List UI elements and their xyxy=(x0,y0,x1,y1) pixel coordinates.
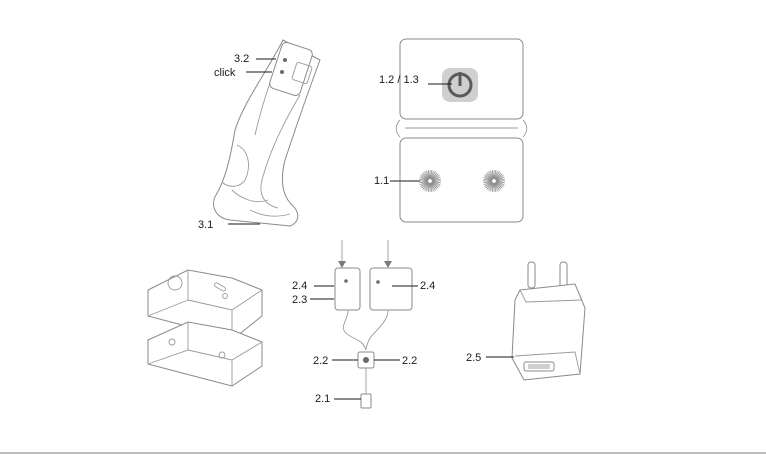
label-click: click xyxy=(214,67,236,79)
label-battery-pack: 3.2 xyxy=(234,53,249,65)
charging-cable-illustration xyxy=(335,240,412,408)
label-power-button: 1.2 / 1.3 xyxy=(379,74,419,86)
label-usb-plug: 2.1 xyxy=(315,393,330,405)
battery-panel-illustration xyxy=(396,39,527,222)
wall-charger-illustration xyxy=(512,262,585,380)
label-splitter-left: 2.2 xyxy=(313,355,328,367)
label-charger: 2.5 xyxy=(466,352,481,364)
label-splitter-right: 2.2 xyxy=(402,355,417,367)
label-heel-heater: 3.1 xyxy=(198,219,213,231)
battery-packs-illustration xyxy=(148,270,262,386)
label-connector-right: 2.4 xyxy=(420,280,435,292)
label-cable-split: 2.3 xyxy=(292,294,307,306)
label-connector-left: 2.4 xyxy=(292,280,307,292)
label-heater-element: 1.1 xyxy=(374,175,389,187)
